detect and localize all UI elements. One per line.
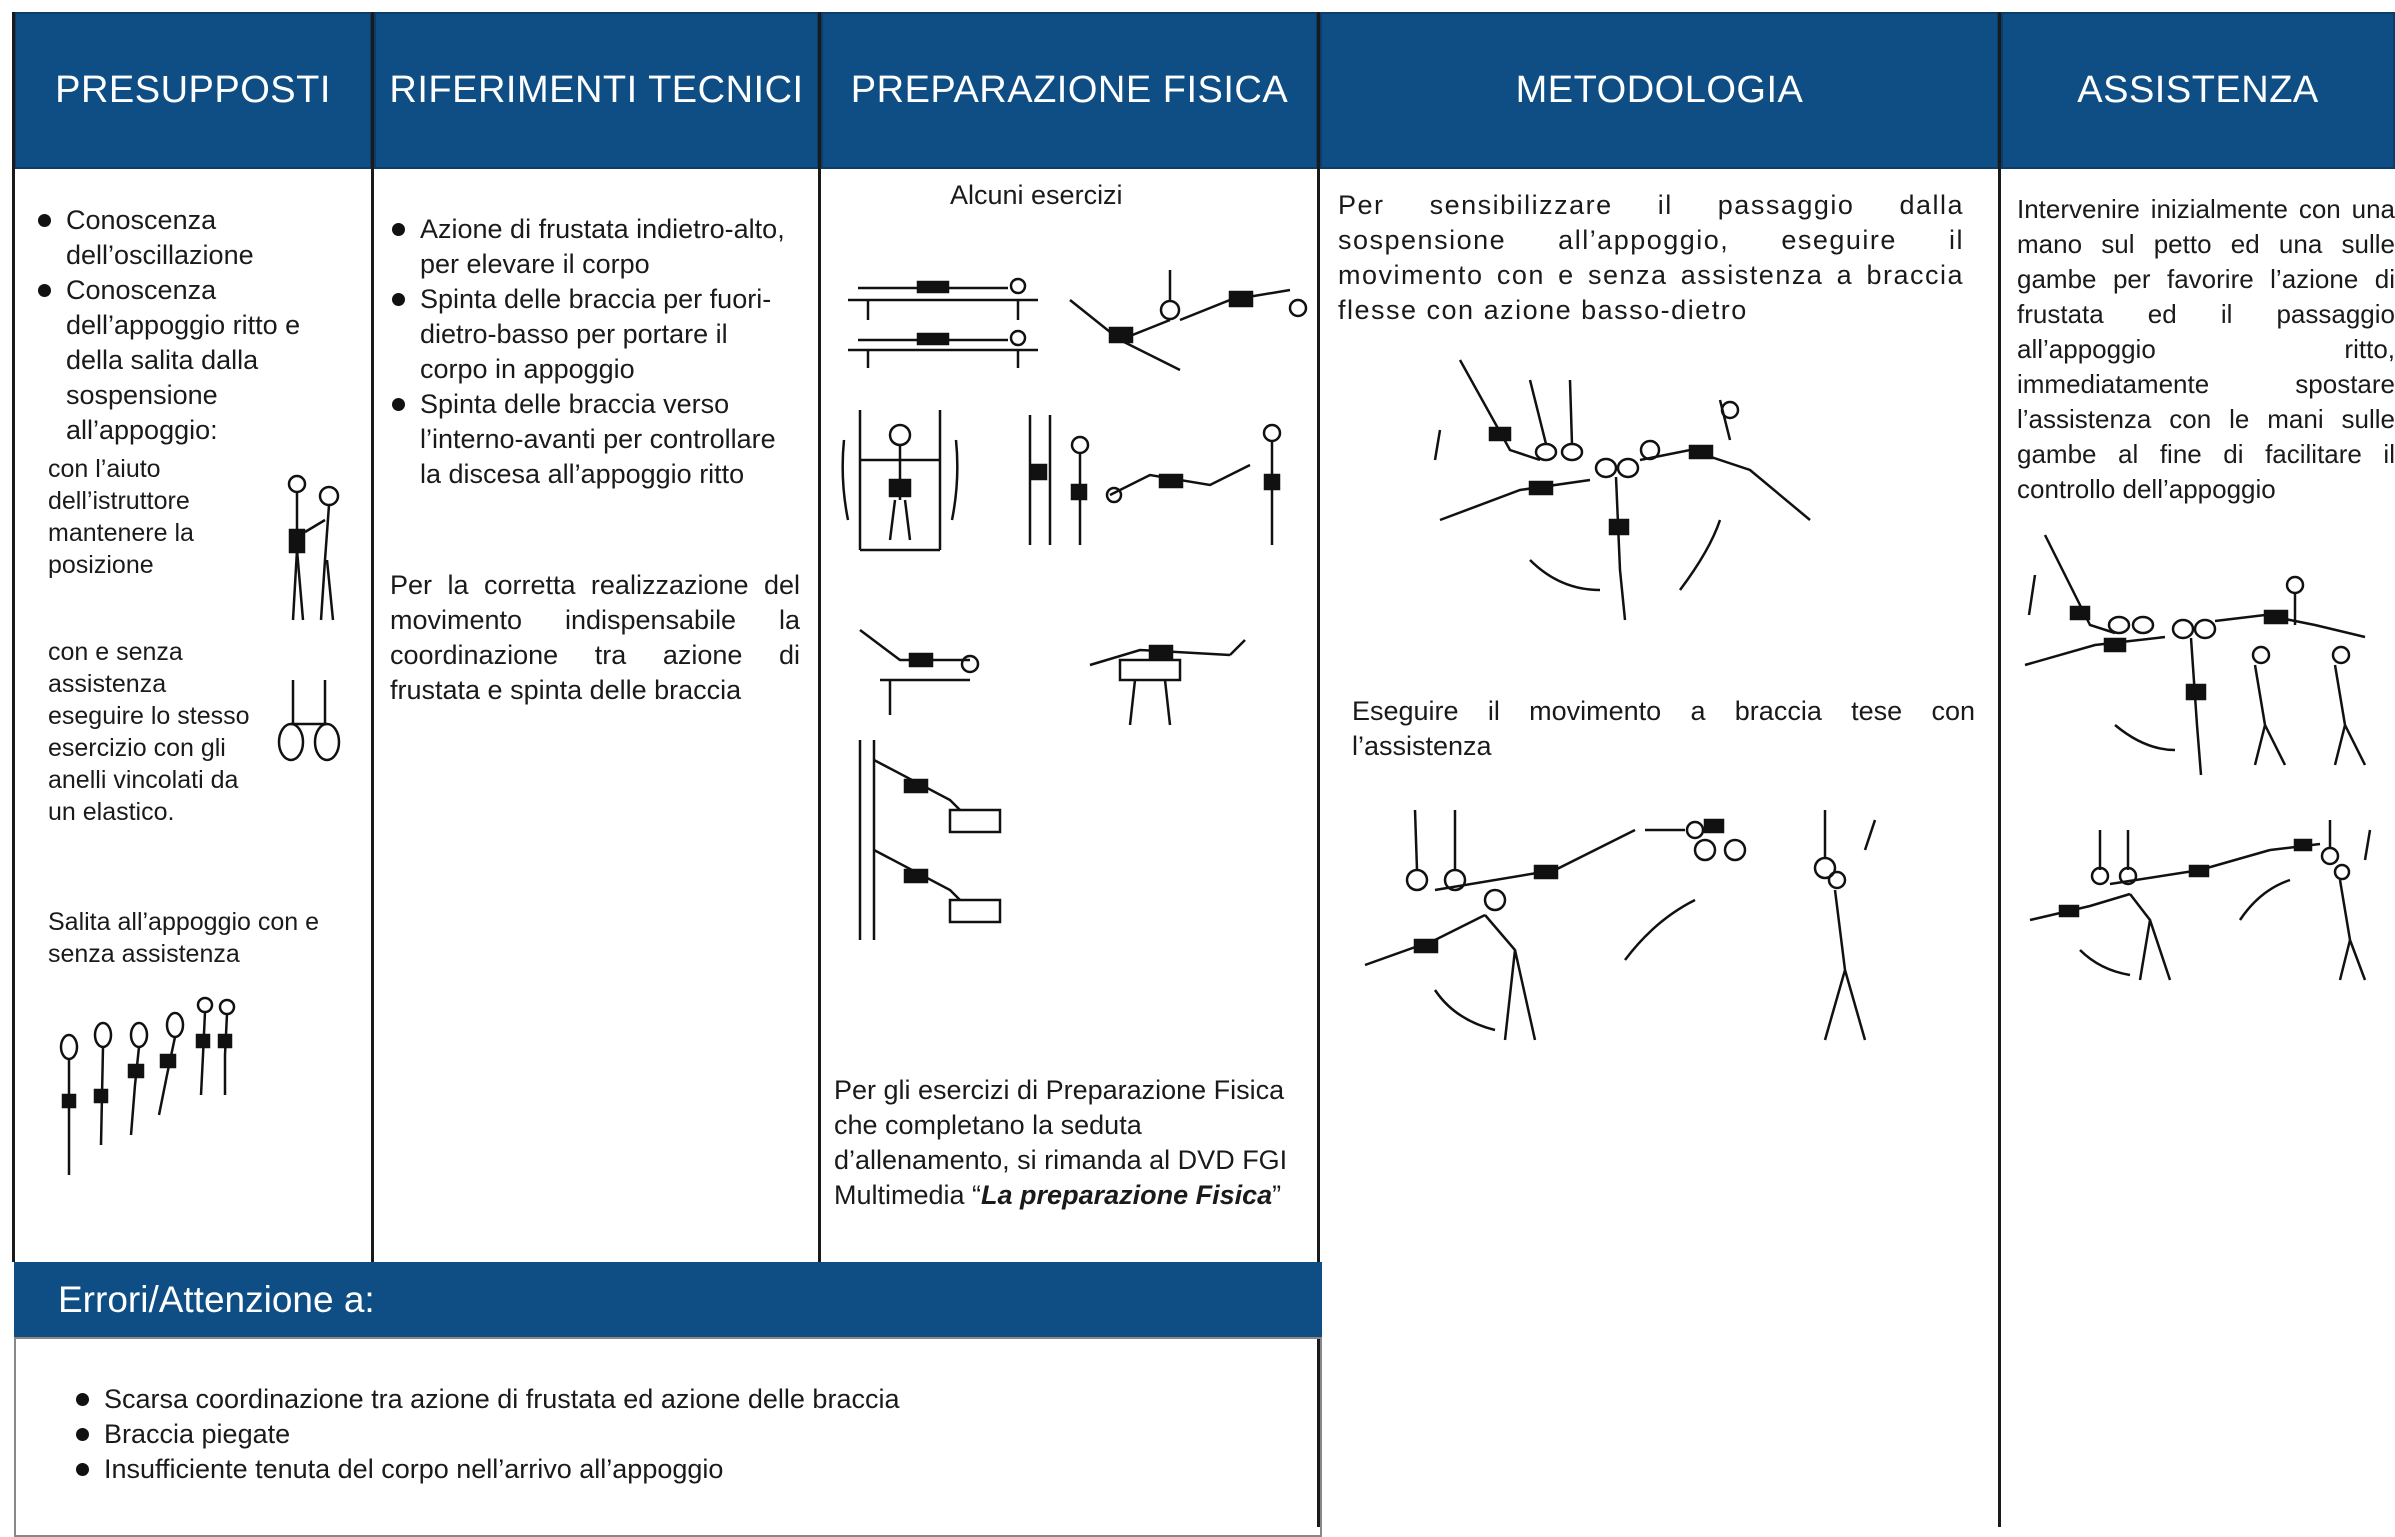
exercise-bench-figure (848, 277, 1038, 368)
assist-straight-arm-figure (2029, 820, 2372, 981)
salita-sequence-figure (59, 996, 236, 1175)
header-riferimenti-label: RIFERIMENTI TECNICI (389, 69, 804, 111)
column-divider (818, 12, 821, 1262)
note-dvd-title: La preparazione Fisica (981, 1180, 1273, 1210)
list-item: Scarsa coordinazione tra azione di frust… (74, 1382, 1274, 1417)
assistenza-paragraph: Intervenire inizialmente con una mano su… (2017, 194, 2395, 504)
straight-arm-sequence-figure (1364, 809, 1877, 1041)
errori-header: Errori/Attenzione a: (14, 1262, 1322, 1337)
bent-arm-sequence-figure (1433, 359, 1811, 621)
preparazione-note: Per gli esercizi di Preparazione Fisica … (834, 1073, 1304, 1213)
header-presupposti-label: PRESUPPOSTI (55, 69, 331, 111)
list-item: Braccia piegate (74, 1417, 1274, 1452)
note-suffix: ” (1272, 1180, 1282, 1210)
list-item: Spinta delle braccia per fuori-dietro-ba… (390, 282, 800, 387)
header-preparazione-label: PREPARAZIONE FISICA (850, 69, 1289, 111)
exercise-sequence-figure (1028, 415, 1282, 545)
aiuto-text: con l’aiuto dell’istruttore mantenere la… (48, 455, 194, 579)
errori-box: Scarsa coordinazione tra azione di frust… (14, 1337, 1322, 1537)
instructor-help-figure (287, 474, 340, 621)
exercise-rings-figure (1069, 270, 1308, 372)
errori-title: Errori/Attenzione a: (58, 1278, 375, 1320)
list-item: Azione di frustata indietro-alto, per el… (390, 212, 800, 282)
column-divider (12, 12, 15, 1262)
assist-bent-arm-figure (2024, 534, 2367, 776)
riferimenti-bullets: Azione di frustata indietro-alto, per el… (390, 212, 800, 492)
elastic-rings-figure (277, 680, 341, 762)
list-item: Insufficiente tenuta del corpo nell’arri… (74, 1452, 1274, 1487)
header-assistenza-label: ASSISTENZA (2077, 69, 2319, 111)
metodologia-paragraph-1: Per sensibilizzare il passaggio dalla so… (1338, 190, 1964, 325)
list-item: Conoscenza dell’oscillazione (36, 203, 356, 273)
header-assistenza: ASSISTENZA (2001, 12, 2395, 169)
metodologia-paragraph-2: Eseguire il movimento a braccia tese con… (1352, 696, 1975, 761)
list-item: Conoscenza dell’appoggio ritto e della s… (36, 273, 356, 448)
column-divider (1998, 12, 2001, 1527)
column-divider (371, 12, 374, 1262)
salita-text: Salita all’appoggio con e senza assisten… (48, 908, 320, 968)
header-riferimenti: RIFERIMENTI TECNICI (374, 12, 819, 169)
exercise-pommel-figure (1089, 639, 1246, 726)
header-presupposti: PRESUPPOSTI (14, 12, 372, 169)
note-prefix: Per gli esercizi di Preparazione Fisica … (834, 1075, 1288, 1210)
header-metodologia-label: METODOLOGIA (1515, 69, 1804, 111)
column-divider (1317, 12, 1320, 1527)
exercise-wallbars-figure (858, 740, 1002, 940)
errori-list: Scarsa coordinazione tra azione di frust… (74, 1382, 1274, 1487)
preparazione-title: Alcuni esercizi (950, 180, 1123, 210)
exercise-table-figure (859, 629, 980, 715)
senza-text: con e senza assistenza eseguire lo stess… (48, 638, 250, 826)
presupposti-bullets: Conoscenza dell’oscillazione Conoscenza … (36, 203, 356, 448)
header-metodologia: METODOLOGIA (1320, 12, 1999, 169)
header-preparazione: PREPARAZIONE FISICA (821, 12, 1318, 169)
riferimenti-paragraph: Per la corretta realizzazione del movime… (390, 570, 800, 705)
exercise-apparatus-figure (841, 410, 959, 552)
list-item: Spinta delle braccia verso l’interno-ava… (390, 387, 800, 492)
